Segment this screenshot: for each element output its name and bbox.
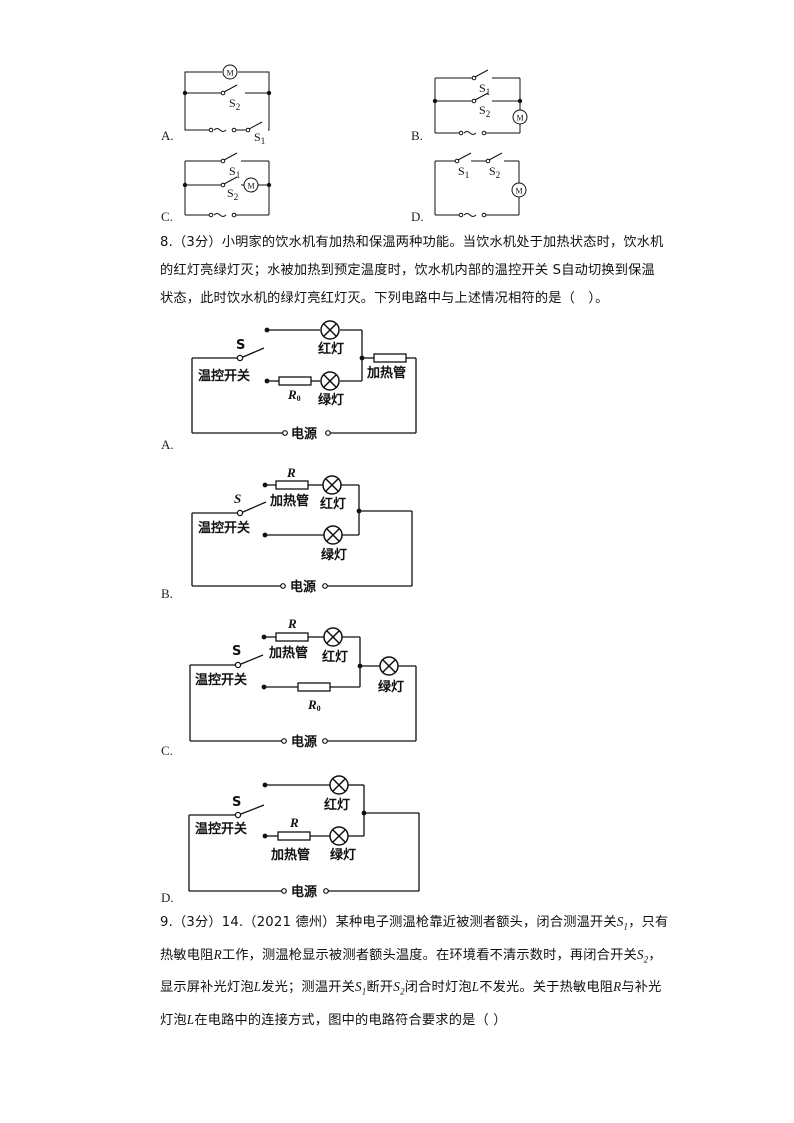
green-lamp-icon (379, 656, 399, 676)
svg-text:绿灯: 绿灯 (321, 547, 347, 563)
green-lamp-icon (323, 525, 343, 545)
q7-option-b-label[interactable]: B. (411, 128, 423, 143)
q7-option-c-label[interactable]: C. (161, 209, 173, 224)
question-8-text: 8.（3分）小明家的饮水机有加热和保温两种功能。当饮水机处于加热状态时，饮水机 … (160, 229, 664, 313)
red-lamp-icon (322, 475, 342, 495)
svg-text:M: M (516, 114, 523, 123)
svg-text:红灯: 红灯 (318, 341, 344, 357)
svg-text:电源: 电源 (291, 734, 317, 750)
svg-text:温控开关: 温控开关 (198, 520, 250, 536)
switch-s2-icon (488, 152, 503, 161)
q8-option-a-label[interactable]: A. (161, 437, 174, 452)
svg-text:绿灯: 绿灯 (378, 679, 404, 695)
svg-text:温控开关: 温控开关 (195, 672, 247, 688)
svg-text:S1: S1 (479, 81, 490, 97)
heater-icon (373, 353, 407, 363)
svg-text:电源: 电源 (290, 579, 316, 595)
q8-option-a-circuit: S 温控开关 红灯 绿灯 加热管 R0 电源 (191, 320, 417, 442)
red-lamp-icon (323, 627, 343, 647)
green-lamp-icon (329, 826, 349, 846)
green-lamp-icon (320, 371, 340, 391)
power-source-icon (463, 213, 477, 217)
svg-text:R: R (289, 815, 299, 830)
svg-text:加热管: 加热管 (270, 847, 310, 863)
power-source-icon (213, 128, 227, 132)
svg-text:S2: S2 (227, 186, 238, 202)
svg-text:M: M (515, 187, 522, 196)
q8-option-c-label[interactable]: C. (161, 743, 173, 758)
svg-text:M: M (247, 182, 254, 191)
svg-text:加热管: 加热管 (268, 645, 308, 661)
svg-text:R0: R0 (287, 387, 301, 403)
svg-text:S: S (232, 795, 241, 810)
q8-line: 8.（3分）小明家的饮水机有加热和保温两种功能。当饮水机处于加热状态时，饮水机 (160, 235, 664, 250)
q8-line: 的红灯亮绿灯灭；水被加热到预定温度时，饮水机内部的温控开关 S自动切换到保温 (160, 263, 655, 278)
switch-s1-icon (223, 152, 238, 161)
red-lamp-icon (320, 320, 340, 340)
q8-option-c-circuit: R S 加热管 红灯 温控开关 绿灯 R0 电源 (189, 616, 417, 750)
q9-line: 热敏电阻R工作，测温枪显示被测者额头温度。在环境看不清示数时，再闭合开关S2， (160, 946, 662, 965)
svg-text:S: S (232, 644, 241, 659)
switch-s2-icon (223, 176, 238, 185)
svg-text:R: R (286, 465, 296, 480)
q8-option-d-circuit: S 红灯 温控开关 R 加热管 绿灯 电源 (188, 775, 420, 900)
q9-line: 显示屏补光灯泡L发光；测温开关S1断开S2闭合时灯泡L不发光。关于热敏电阻R与补… (160, 979, 662, 997)
svg-text:电源: 电源 (291, 884, 317, 900)
svg-text:S1: S1 (254, 130, 265, 145)
q9-line: 灯泡L在电路中的连接方式，图中的电路符合要求的是（ ） (160, 1011, 507, 1028)
switch-s2-icon (474, 92, 489, 101)
heater-resistor-icon (277, 831, 311, 841)
q7-option-b-circuit: S1 S2 M (432, 69, 528, 136)
q7-option-d-circuit: S1 S2 M (434, 152, 527, 218)
svg-text:红灯: 红灯 (324, 797, 350, 813)
svg-text:S2: S2 (479, 103, 490, 119)
q8-option-d-label[interactable]: D. (161, 890, 174, 905)
svg-text:S2: S2 (489, 164, 500, 180)
resistor-r0-icon (278, 376, 312, 386)
resistor-r0-icon (297, 682, 331, 692)
svg-text:R: R (287, 616, 297, 631)
q8-line: 状态，此时饮水机的绿灯亮红灯灭。下列电路中与上述情况相符的是（ ）。 (160, 291, 609, 306)
svg-text:温控开关: 温控开关 (198, 368, 250, 384)
svg-text:绿灯: 绿灯 (330, 847, 356, 863)
heater-resistor-icon (275, 480, 309, 490)
svg-text:加热管: 加热管 (269, 493, 309, 509)
question-9-text: 9.（3分）14.（2021 德州）某种电子测温枪靠近被测者额头，闭合测温开关S… (160, 908, 669, 1035)
q8-option-b-circuit: R S 加热管 红灯 温控开关 绿灯 电源 (191, 465, 413, 595)
switch-s1-icon (474, 69, 489, 78)
power-source-icon (463, 131, 477, 135)
svg-text:S: S (236, 338, 245, 353)
svg-text:S2: S2 (229, 96, 240, 112)
svg-text:加热管: 加热管 (366, 365, 406, 381)
svg-text:S1: S1 (458, 164, 469, 180)
heater-resistor-icon (275, 632, 309, 642)
svg-text:S: S (234, 491, 241, 506)
svg-text:绿灯: 绿灯 (318, 392, 344, 408)
q7-option-a-label[interactable]: A. (161, 128, 174, 143)
red-lamp-icon (329, 775, 349, 795)
q7-option-a-circuit: M S2 S1 (182, 64, 272, 145)
switch-s1-icon (248, 121, 263, 130)
motor-label: M (226, 69, 233, 78)
svg-text:红灯: 红灯 (322, 649, 348, 665)
svg-text:电源: 电源 (291, 426, 317, 442)
q7-option-d-label[interactable]: D. (411, 209, 424, 224)
power-source-icon (213, 213, 227, 217)
switch-s1-icon (457, 152, 472, 161)
q8-option-b-label[interactable]: B. (161, 586, 173, 601)
motor-icon (222, 64, 238, 80)
switch-s2-icon (223, 84, 238, 93)
q9-line: 9.（3分）14.（2021 德州）某种电子测温枪靠近被测者额头，闭合测温开关S… (160, 914, 669, 932)
svg-text:R0: R0 (307, 697, 321, 713)
svg-text:温控开关: 温控开关 (195, 821, 247, 837)
q7-option-c-circuit: S1 M S2 (182, 152, 272, 218)
svg-text:S1: S1 (229, 164, 240, 180)
svg-text:红灯: 红灯 (320, 496, 346, 512)
